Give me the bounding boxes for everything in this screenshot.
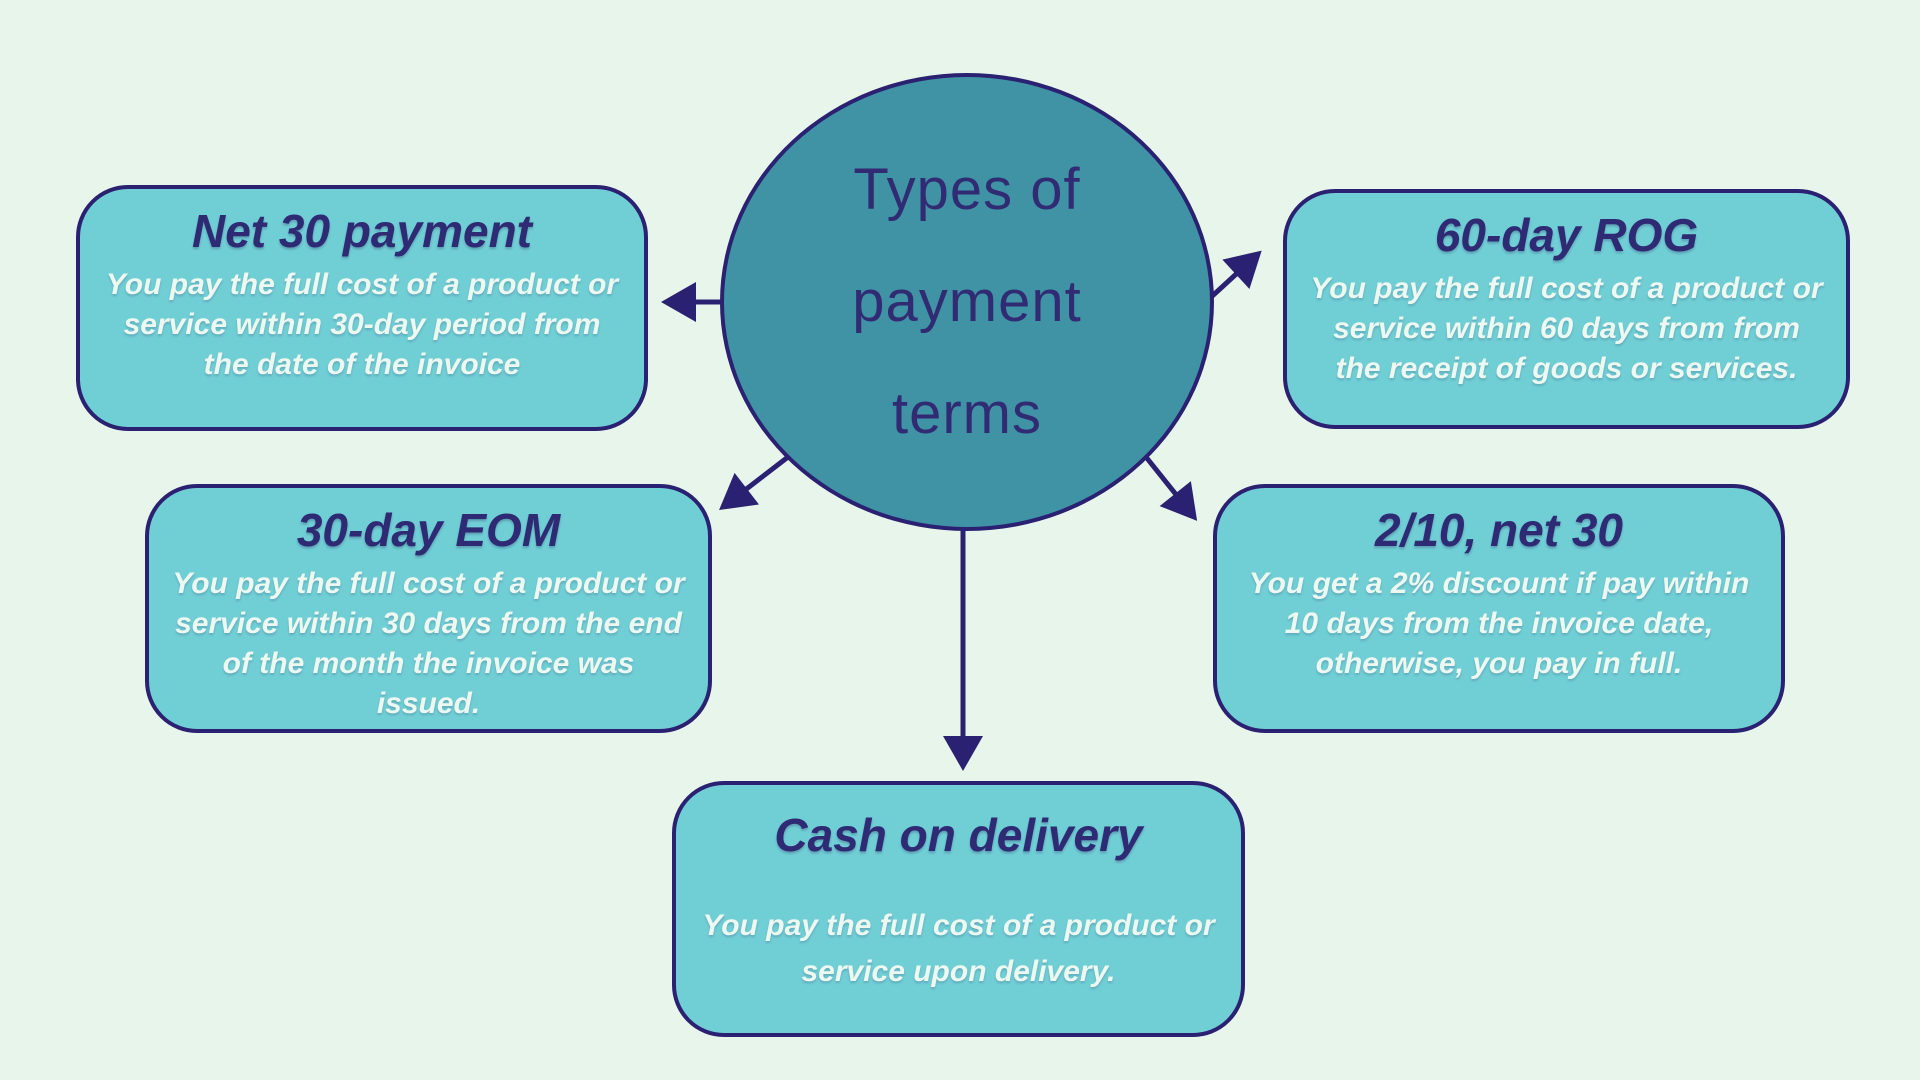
node-net-30-payment: Net 30 payment You pay the full cost of …	[76, 185, 648, 431]
node-60-day-rog: 60-day ROG You pay the full cost of a pr…	[1283, 189, 1850, 429]
arrow-to-2-10-net-30	[1144, 455, 1198, 521]
center-topic-line: terms	[892, 381, 1042, 446]
node-cash-on-delivery: Cash on delivery You pay the full cost o…	[672, 781, 1245, 1037]
node-2-10-net-30: 2/10, net 30 You get a 2% discount if pa…	[1213, 484, 1785, 733]
arrow-to-30-day-eom	[719, 455, 790, 511]
node-title: 30-day EOM	[296, 504, 561, 556]
node-30-day-eom: 30-day EOM You pay the full cost of a pr…	[145, 484, 712, 733]
node-title: Net 30 payment	[191, 205, 532, 257]
node-description: You pay the full cost of a product or se…	[172, 567, 685, 720]
node-description: You pay the full cost of a product or se…	[105, 268, 619, 381]
center-topic-line: payment	[852, 269, 1082, 334]
node-title: 60-day ROG	[1434, 209, 1699, 261]
node-title: 2/10, net 30	[1374, 504, 1624, 556]
center-topic-circle: Types of payment terms	[720, 73, 1214, 531]
node-title: Cash on delivery	[774, 809, 1143, 861]
center-topic-line: Types of	[853, 157, 1081, 222]
node-description: You pay the full cost of a product or se…	[702, 909, 1215, 988]
node-description: You pay the full cost of a product or se…	[1310, 272, 1823, 385]
node-description: You get a 2% discount if pay within 10 d…	[1248, 567, 1750, 680]
